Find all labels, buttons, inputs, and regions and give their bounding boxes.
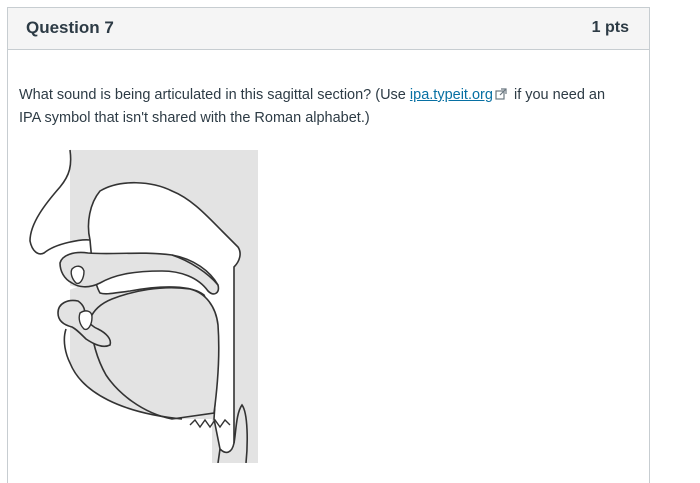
trachea-outline bbox=[217, 448, 221, 464]
velum bbox=[171, 254, 219, 286]
sagittal-section-diagram bbox=[22, 143, 258, 464]
sagittal-section-figure bbox=[22, 143, 258, 464]
vocal-tract-cavity bbox=[87, 181, 241, 454]
face-outside bbox=[22, 143, 212, 463]
question-text-part2: if you need an IPA symbol that isn't sha… bbox=[19, 87, 606, 126]
question-text-part1: What sound is being articulated in this … bbox=[19, 87, 410, 103]
upper-jaw-palate bbox=[59, 251, 220, 295]
vocal-folds bbox=[189, 418, 231, 429]
external-link-icon bbox=[495, 88, 507, 100]
lower-teeth bbox=[78, 310, 93, 331]
upper-teeth bbox=[70, 265, 85, 285]
question-text: What sound is being articulated in this … bbox=[19, 84, 629, 130]
chin-jaw-outline bbox=[63, 328, 183, 420]
nose-profile bbox=[29, 149, 91, 255]
question-header: Question 7 1 pts bbox=[8, 8, 649, 50]
question-points: 1 pts bbox=[591, 19, 629, 36]
throat-outline bbox=[233, 403, 248, 464]
question-title: Question 7 bbox=[26, 18, 114, 37]
tongue bbox=[89, 286, 220, 420]
ipa-typeit-link[interactable]: ipa.typeit.org bbox=[409, 87, 493, 103]
